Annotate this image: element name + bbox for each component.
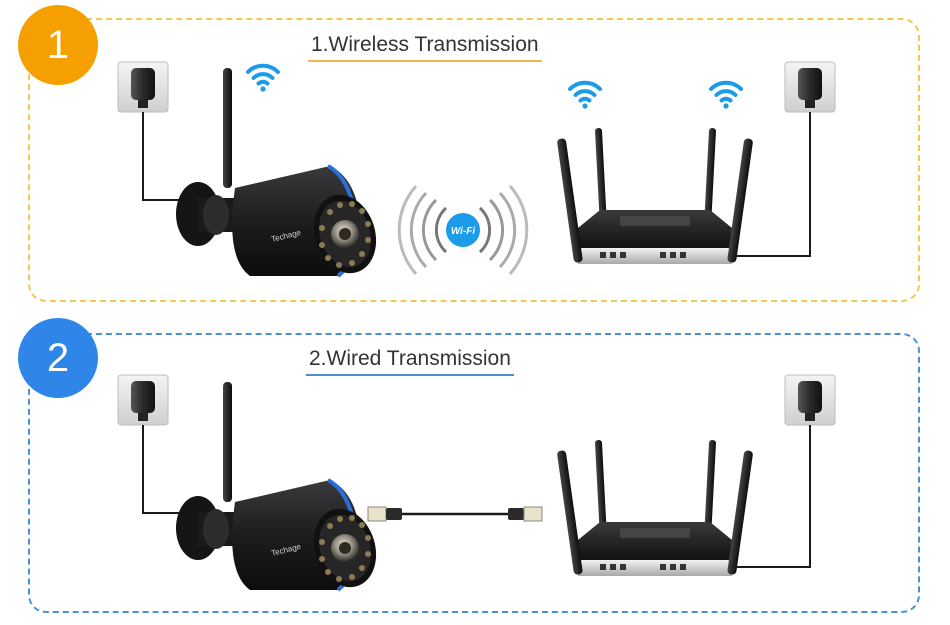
router-1: [556, 127, 754, 264]
wireless-title: 1.Wireless Transmission: [308, 33, 542, 62]
wifi-icon: [568, 80, 602, 111]
step-badge-2: 2: [18, 318, 98, 398]
ethernet-cable-icon: [367, 506, 543, 522]
ip-camera-2: [174, 380, 388, 598]
outlet-router-2: [784, 374, 836, 426]
router-power-cable-2: [733, 425, 811, 568]
wireless-panel: [28, 18, 920, 302]
wifi-icon: [709, 80, 743, 111]
wired-panel: [28, 333, 920, 613]
step-badge-1: 1: [18, 5, 98, 85]
wifi-signal-icon: Wi-Fi: [397, 185, 529, 275]
wired-title: 2.Wired Transmission: [306, 347, 514, 376]
router-power-cable-1: [733, 112, 811, 257]
outlet-camera-1: [117, 61, 169, 113]
router-2: [556, 439, 754, 576]
outlet-camera-2: [117, 374, 169, 426]
ip-camera-1: [174, 66, 388, 284]
wifi-badge-label: Wi-Fi: [451, 226, 476, 237]
wifi-icon: [246, 63, 280, 94]
outlet-router-1: [784, 61, 836, 113]
